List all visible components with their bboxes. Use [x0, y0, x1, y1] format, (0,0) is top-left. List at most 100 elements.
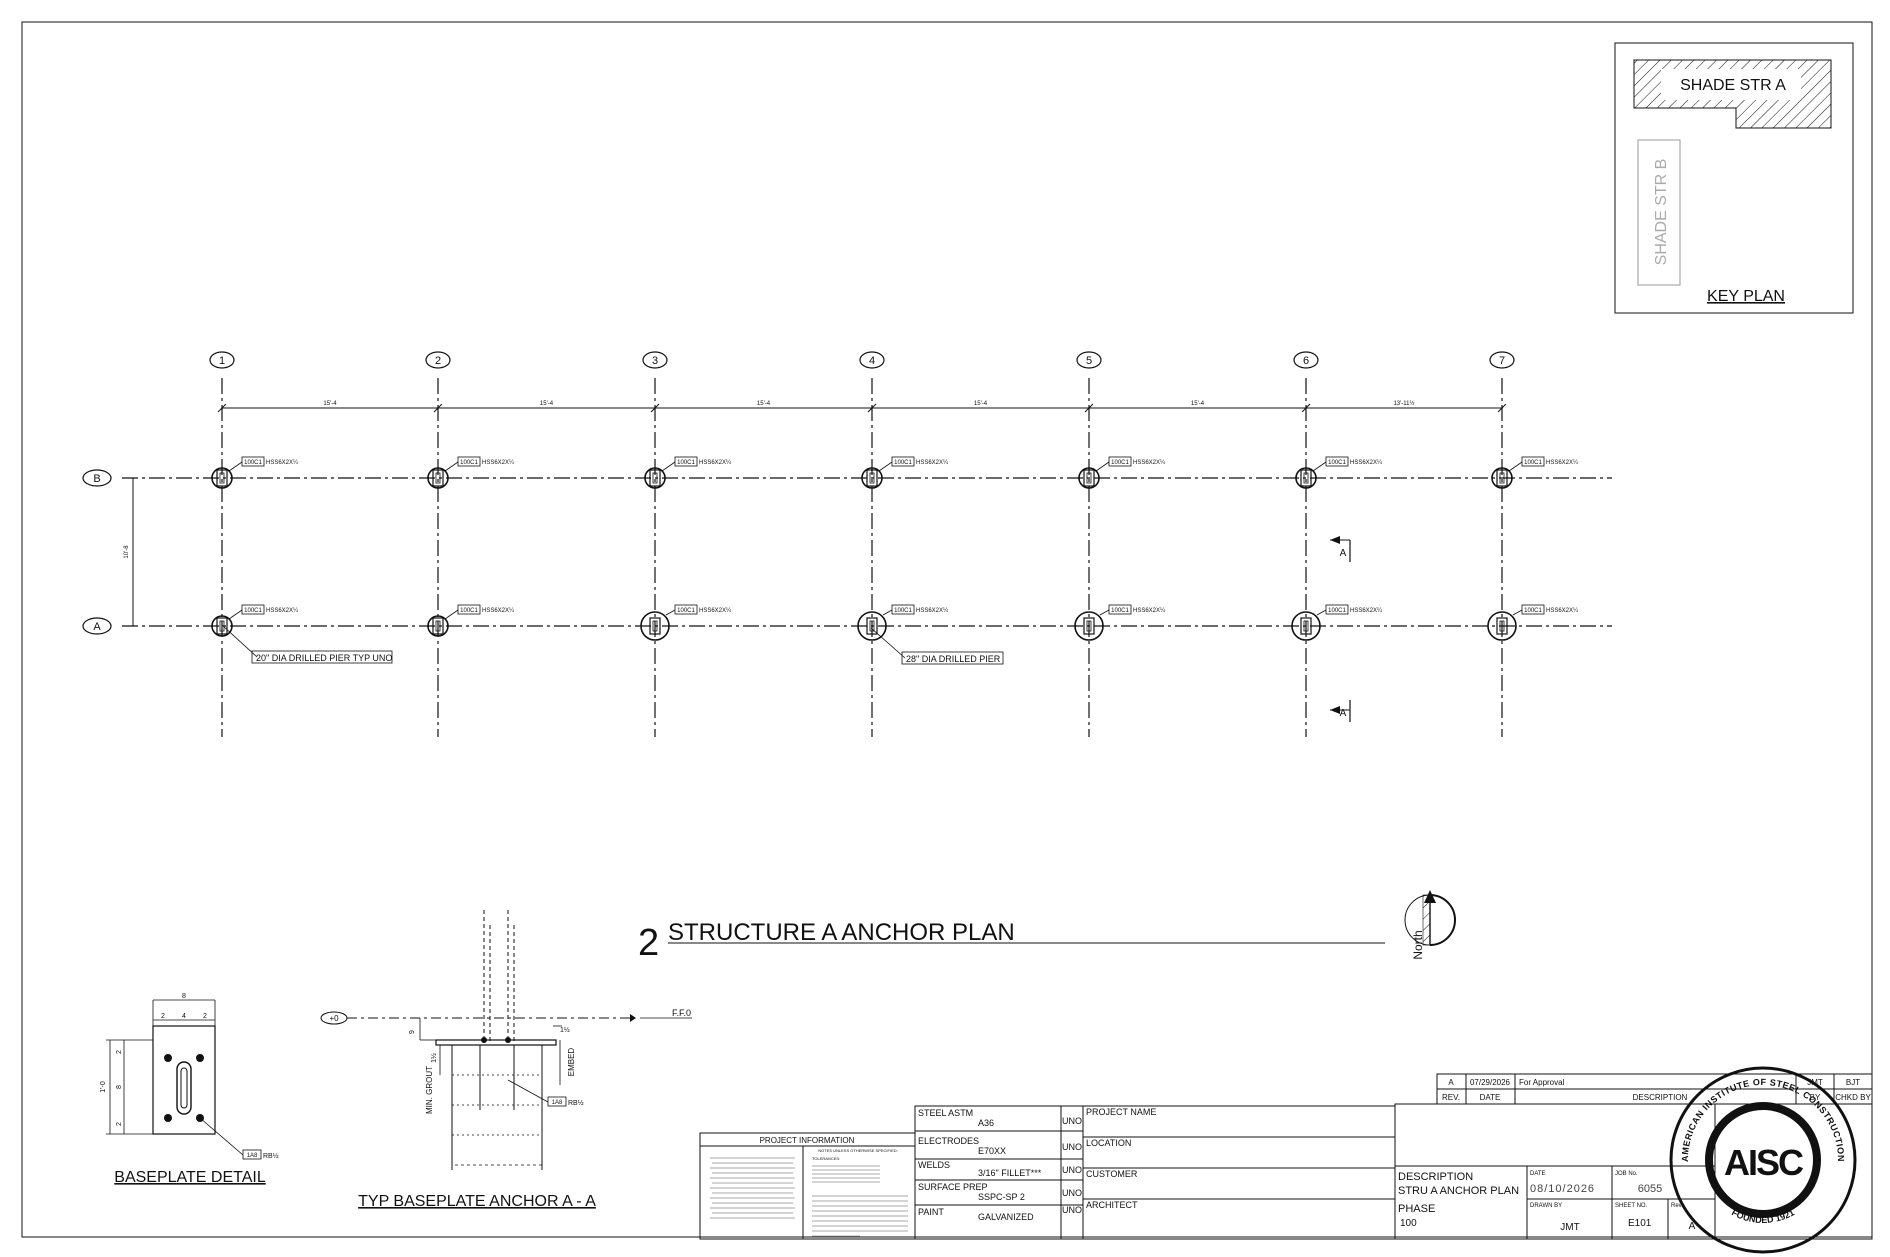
key-plan-str-a: SHADE STR A — [1680, 77, 1786, 94]
svg-text:ARCHITECT: ARCHITECT — [1086, 1200, 1138, 1210]
revision-table: A 07/29/2026 For Approval JMT BJT REV. D… — [1436, 1073, 1873, 1105]
column-dim-tick — [1301, 403, 1311, 413]
svg-text:8: 8 — [116, 1085, 123, 1089]
north-arrow: North — [1404, 890, 1456, 960]
tag-leader — [1512, 609, 1523, 616]
svg-text:2: 2 — [203, 1013, 207, 1020]
tag-leader — [444, 461, 459, 472]
column-dim-label: 15'-4 — [540, 401, 554, 407]
member-tag-box — [241, 456, 265, 467]
key-plan-str-b: SHADE STR B — [1653, 159, 1670, 266]
tag-leader — [882, 609, 893, 616]
column-hss — [1300, 617, 1312, 635]
column-dim-tick — [433, 403, 443, 413]
member-size: HSS6X2X¼ — [266, 608, 299, 614]
member-tag: 100C1 — [1111, 460, 1129, 466]
svg-text:8: 8 — [182, 993, 186, 1000]
svg-text:AISC: AISC — [1724, 1142, 1804, 1183]
member-size: HSS6X2X¼ — [1350, 460, 1383, 466]
key-plan: SHADE STR A SHADE STR B KEY PLAN — [1614, 42, 1854, 314]
column-hss — [216, 469, 228, 487]
tag-leader — [228, 609, 243, 620]
pier — [857, 611, 887, 641]
member-tag-box — [1108, 604, 1132, 615]
member-size: HSS6X2X¼ — [266, 460, 299, 466]
member-tag-box — [674, 456, 698, 467]
svg-text:SSPC-SP 2: SSPC-SP 2 — [978, 1192, 1025, 1202]
member-tag-box — [891, 456, 915, 467]
column-dim-tick — [1497, 403, 1507, 413]
svg-text:JMT: JMT — [1560, 1222, 1579, 1233]
svg-text:UNO: UNO — [1062, 1205, 1082, 1215]
pier — [1295, 467, 1317, 489]
column-hss-inner — [652, 620, 658, 632]
plan-title-number: 2 — [638, 922, 659, 964]
column-hss-inner — [219, 472, 225, 484]
plan-title: 2 STRUCTURE A ANCHOR PLAN — [638, 919, 1385, 964]
column-hss — [216, 617, 228, 635]
pier — [640, 611, 670, 641]
member-tag: 100C1 — [460, 608, 478, 614]
svg-text:+0: +0 — [329, 1014, 339, 1023]
member-size: HSS6X2X¼ — [916, 608, 949, 614]
member-tag-box — [457, 604, 481, 615]
svg-text:20" DIA DRILLED PIER TYP UNO: 20" DIA DRILLED PIER TYP UNO — [256, 653, 392, 663]
column-hss — [1083, 617, 1095, 635]
svg-text:A: A — [1448, 1078, 1454, 1087]
svg-text:07/29/2026: 07/29/2026 — [1470, 1078, 1511, 1087]
grid-bubble-7 — [1489, 351, 1515, 369]
column-dim-label: 15'-4 — [1191, 401, 1205, 407]
member-size: HSS6X2X¼ — [482, 608, 515, 614]
column-hss — [1300, 469, 1312, 487]
svg-text:DESCRIPTION: DESCRIPTION — [1633, 1093, 1688, 1102]
grid-bubble-1 — [209, 351, 235, 369]
svg-text:UNO: UNO — [1062, 1188, 1082, 1198]
grid-bubble-A — [82, 617, 112, 635]
column-hss — [866, 469, 878, 487]
member-size: HSS6X2X¼ — [1350, 608, 1383, 614]
pier — [861, 467, 883, 489]
column-hss-inner — [435, 620, 441, 632]
member-tag: 100C1 — [1111, 608, 1129, 614]
tag-leader — [1095, 461, 1110, 472]
svg-text:DRAWN BY: DRAWN BY — [1530, 1203, 1562, 1209]
tag-leader — [1312, 461, 1327, 472]
column-hss — [649, 469, 661, 487]
tag-leader — [1316, 609, 1327, 616]
svg-text:SURFACE PREP: SURFACE PREP — [918, 1182, 988, 1192]
member-tag: 100C1 — [244, 608, 262, 614]
member-tag: 100C1 — [677, 608, 695, 614]
member-tag-box — [1521, 604, 1545, 615]
svg-text:2: 2 — [116, 1122, 123, 1126]
svg-text:1½: 1½ — [430, 1053, 438, 1063]
anchor-section-title: TYP BASEPLATE ANCHOR A - A — [358, 1193, 596, 1210]
baseplate-detail-title: BASEPLATE DETAIL — [114, 1169, 266, 1186]
member-size: HSS6X2X¼ — [482, 460, 515, 466]
pier — [1074, 611, 1104, 641]
svg-text:STEEL ASTM: STEEL ASTM — [918, 1108, 973, 1118]
member-size: HSS6X2X¼ — [1133, 460, 1166, 466]
grid-bubble-B — [82, 469, 112, 487]
member-tag-box — [457, 456, 481, 467]
member-tag: 100C1 — [460, 460, 478, 466]
spec-table: STEEL ASTM A36 UNO ELECTRODES E70XX UNO … — [914, 1105, 1084, 1240]
svg-text:NOTES UNLESS OTHERWISE SPECIFI: NOTES UNLESS OTHERWISE SPECIFIED: — [818, 1148, 898, 1153]
svg-text:BY: BY — [1810, 1093, 1821, 1102]
member-tag: 100C1 — [1328, 608, 1346, 614]
member-tag: 100C1 — [244, 460, 262, 466]
svg-text:A: A — [1340, 548, 1347, 559]
svg-text:UNO: UNO — [1062, 1116, 1082, 1126]
grid-bubble-4 — [859, 351, 885, 369]
column-dim-label: 15'-4 — [323, 401, 337, 407]
member-tag: 100C1 — [1524, 608, 1542, 614]
grid-bubble-5 — [1076, 351, 1102, 369]
plan-title-text: STRUCTURE A ANCHOR PLAN — [668, 919, 1015, 946]
svg-text:LOCATION: LOCATION — [1086, 1138, 1131, 1148]
tag-leader — [228, 461, 243, 472]
tag-leader — [1099, 609, 1110, 616]
column-hss-inner — [1086, 620, 1092, 632]
member-size: HSS6X2X¼ — [1546, 460, 1579, 466]
svg-text:REV.: REV. — [1442, 1093, 1460, 1102]
member-tag-box — [1521, 456, 1545, 467]
column-hss — [866, 617, 878, 635]
